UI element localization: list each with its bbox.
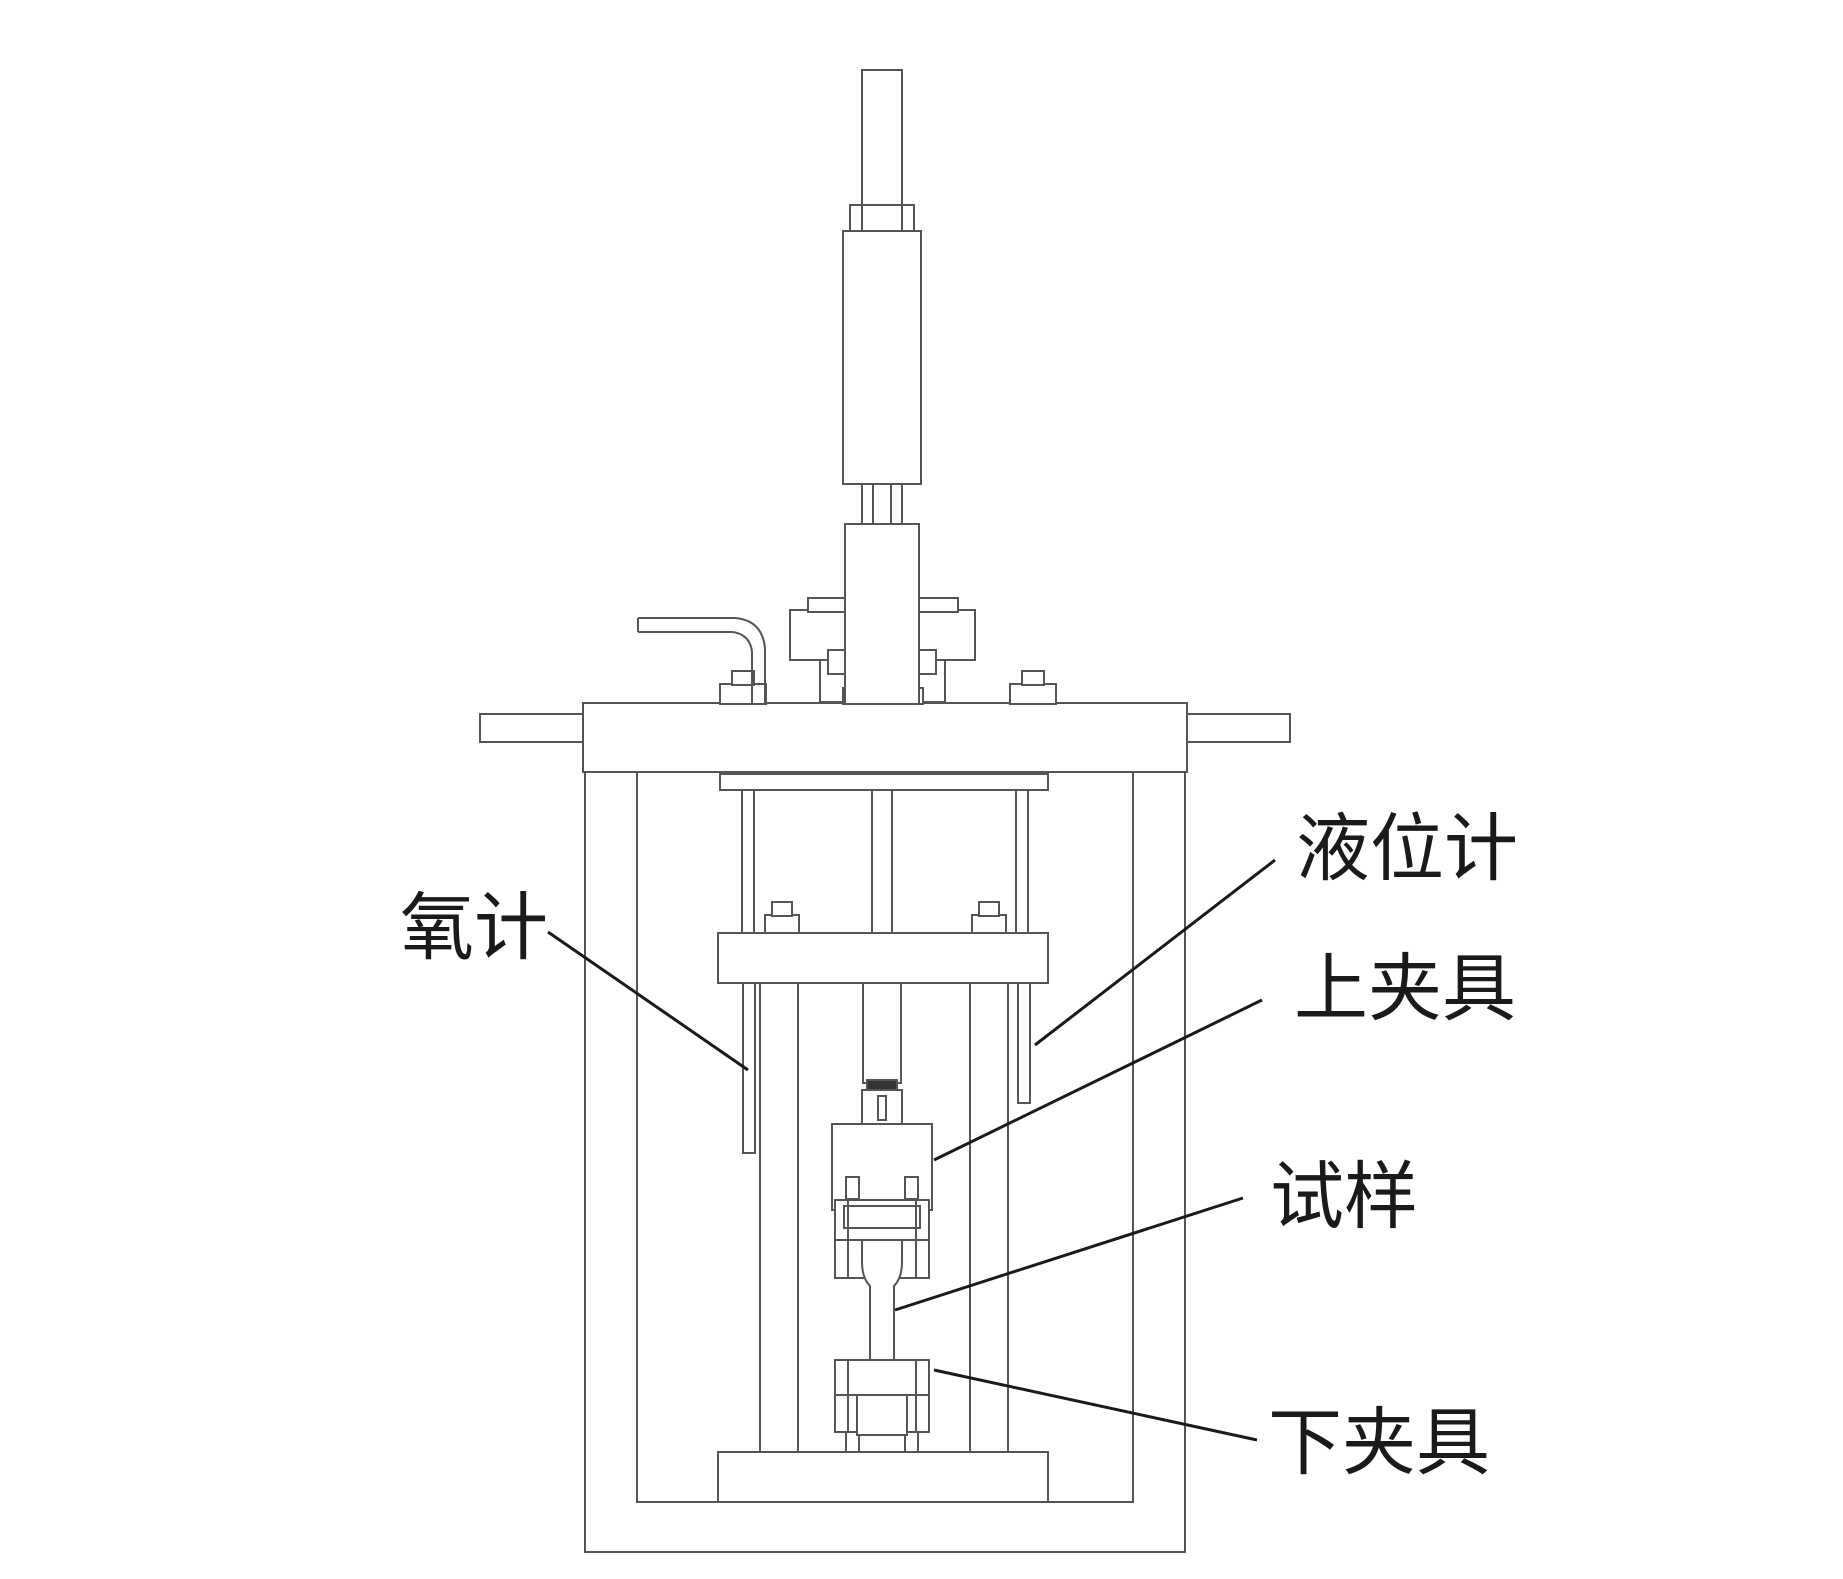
label-oxygen-meter: 氧计 [400, 885, 548, 971]
leader-lower-fixture [933, 1368, 1258, 1442]
level-gauge-probe [1017, 982, 1031, 1104]
upper-fixture [831, 1089, 933, 1279]
lid-plate [582, 702, 1188, 773]
pull-rod [862, 982, 902, 1091]
frame-crosshead [717, 932, 1049, 984]
vessel-lid [479, 670, 1291, 773]
label-level-gauge: 液位计 [1296, 806, 1518, 892]
label-upper-fixture: 上夹具 [1294, 946, 1516, 1032]
lid-nut-left [731, 670, 755, 686]
lid-nut-right [1021, 670, 1045, 686]
frame-top-plate [719, 773, 1049, 791]
load-rod-top [861, 69, 903, 211]
leader-specimen [894, 1196, 1244, 1312]
load-cell-housing [844, 523, 920, 705]
leader-oxygen-meter [547, 930, 749, 1072]
frame-base-plate [717, 1451, 1049, 1503]
load-frame [717, 773, 1049, 1452]
actuator-column [842, 69, 922, 705]
actuator-cylinder [842, 230, 922, 485]
lid-bolt-right [1009, 683, 1057, 705]
leader-level-gauge [1034, 858, 1276, 1047]
leader-upper-fixture [933, 998, 1263, 1162]
label-specimen: 试样 [1270, 1154, 1418, 1240]
lid-handle-right [1179, 713, 1291, 743]
lid-handle-left [479, 713, 591, 743]
lid-bolt-left [719, 683, 767, 705]
lower-fixture [834, 1359, 930, 1455]
label-lower-fixture: 下夹具 [1268, 1400, 1490, 1486]
inlet-pipe [637, 617, 766, 704]
